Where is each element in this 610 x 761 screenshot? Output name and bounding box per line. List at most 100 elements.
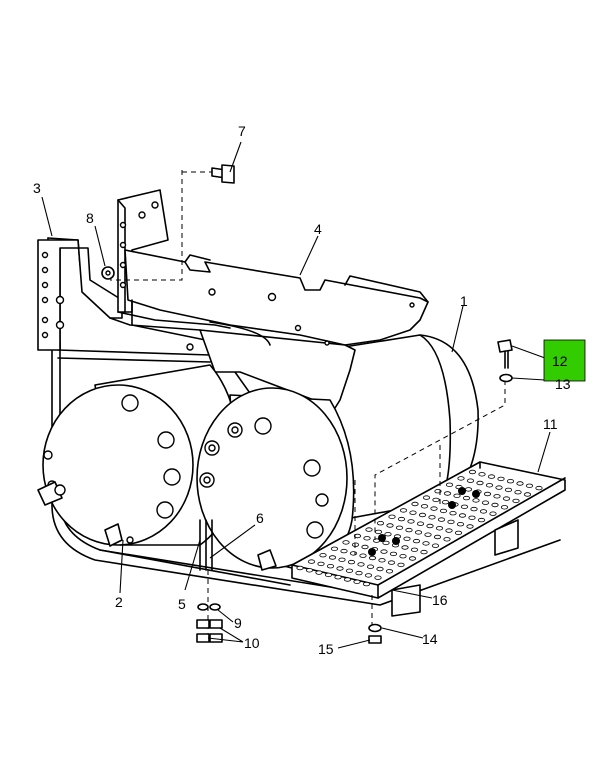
- perforation-hole: [460, 504, 469, 509]
- perforation-hole: [388, 514, 396, 519]
- leader-lines: [41, 141, 551, 649]
- perforation-hole: [445, 482, 454, 487]
- perforation-hole: [397, 516, 406, 522]
- callout-11[interactable]: 11: [543, 416, 558, 432]
- callout-2[interactable]: 2: [115, 594, 123, 610]
- perforation-hole: [359, 553, 367, 558]
- perforation-hole: [430, 506, 438, 511]
- highlight-box[interactable]: [543, 339, 586, 382]
- perforation-hole: [365, 527, 373, 532]
- callout-4[interactable]: 4: [314, 221, 322, 237]
- perforation-hole: [443, 491, 452, 496]
- step-perforations: [296, 469, 543, 587]
- perforation-hole: [456, 522, 465, 527]
- perforation-hole: [411, 501, 419, 507]
- callout-5[interactable]: 5: [178, 596, 186, 612]
- perforation-hole: [397, 562, 405, 568]
- perforation-hole: [426, 523, 434, 529]
- perforation-hole: [453, 493, 461, 498]
- perforation-hole: [454, 530, 463, 536]
- perforation-hole: [462, 495, 471, 501]
- callout-1[interactable]: 1: [460, 293, 468, 309]
- callout-3[interactable]: 3: [33, 180, 41, 196]
- callout-7[interactable]: 7: [238, 123, 246, 139]
- perforation-hole: [315, 570, 323, 575]
- perforation-hole: [468, 515, 476, 520]
- perforation-hole: [362, 581, 371, 587]
- perforation-hole: [483, 491, 492, 497]
- perforation-hole: [380, 549, 388, 554]
- perforation-hole: [399, 508, 408, 513]
- perforation-hole: [357, 562, 365, 567]
- perforation-hole: [485, 483, 494, 488]
- perforation-hole: [443, 537, 451, 542]
- support-legs: [199, 519, 213, 571]
- perforation-hole: [495, 485, 503, 490]
- perforation-hole: [340, 548, 348, 554]
- perforation-hole: [368, 555, 377, 561]
- perforation-hole: [502, 496, 511, 501]
- callout-9[interactable]: 9: [234, 615, 242, 631]
- perforation-hole: [478, 472, 486, 477]
- perforation-hole: [420, 549, 428, 555]
- perforation-hole: [374, 575, 382, 580]
- callout-10[interactable]: 10: [244, 635, 260, 651]
- perforation-hole: [464, 487, 473, 492]
- perforation-hole: [403, 536, 411, 541]
- perforation-hole: [353, 533, 362, 539]
- callout-12[interactable]: 12: [552, 353, 568, 369]
- callout-16[interactable]: 16: [432, 592, 448, 608]
- perforation-hole: [376, 566, 384, 572]
- perforation-hole: [449, 511, 457, 516]
- callout-14[interactable]: 14: [422, 631, 438, 647]
- perforation-hole: [407, 519, 415, 524]
- perforation-hole: [433, 534, 442, 540]
- perforation-hole: [353, 579, 361, 584]
- perforation-hole: [506, 479, 515, 484]
- perforation-hole: [410, 547, 419, 552]
- perforation-hole: [334, 575, 342, 580]
- perforation-hole: [366, 564, 375, 569]
- perforation-hole: [401, 545, 409, 550]
- perforation-hole: [387, 560, 396, 565]
- perforation-hole: [324, 572, 333, 578]
- left-bracket: [37, 239, 123, 351]
- perforation-hole: [439, 508, 448, 514]
- perforation-hole: [523, 492, 532, 497]
- perforation-hole: [414, 530, 423, 535]
- perforation-hole: [386, 523, 394, 528]
- perforation-hole: [296, 565, 304, 571]
- perforation-hole: [432, 497, 440, 503]
- perforation-hole: [431, 543, 440, 548]
- perforation-hole: [382, 540, 390, 546]
- perforation-hole: [512, 498, 520, 504]
- perforation-hole: [447, 519, 455, 525]
- perforation-hole: [479, 509, 488, 514]
- callout-8[interactable]: 8: [86, 210, 94, 226]
- perforation-hole: [385, 569, 394, 574]
- perforation-hole: [412, 538, 421, 544]
- perforation-hole: [409, 510, 417, 515]
- callout-13[interactable]: 13: [555, 376, 571, 392]
- callout-15[interactable]: 15: [318, 641, 334, 657]
- perforation-hole: [378, 558, 386, 563]
- perforation-hole: [307, 559, 316, 564]
- perforation-hole: [516, 481, 524, 486]
- perforation-hole: [336, 566, 344, 571]
- perforation-hole: [338, 557, 346, 562]
- perforation-hole: [349, 551, 358, 556]
- perforation-hole: [328, 555, 337, 560]
- perforation-hole: [493, 494, 501, 499]
- perforation-hole: [405, 527, 413, 533]
- perforation-hole: [347, 559, 356, 565]
- perforation-hole: [466, 478, 475, 483]
- callout-6[interactable]: 6: [256, 510, 264, 526]
- perforation-hole: [470, 506, 478, 512]
- perforation-hole: [468, 469, 477, 475]
- perforation-hole: [491, 502, 499, 508]
- perforation-hole: [535, 485, 543, 491]
- perforation-hole: [317, 561, 325, 567]
- perforation-hole: [481, 500, 490, 505]
- perforation-hole: [326, 564, 335, 569]
